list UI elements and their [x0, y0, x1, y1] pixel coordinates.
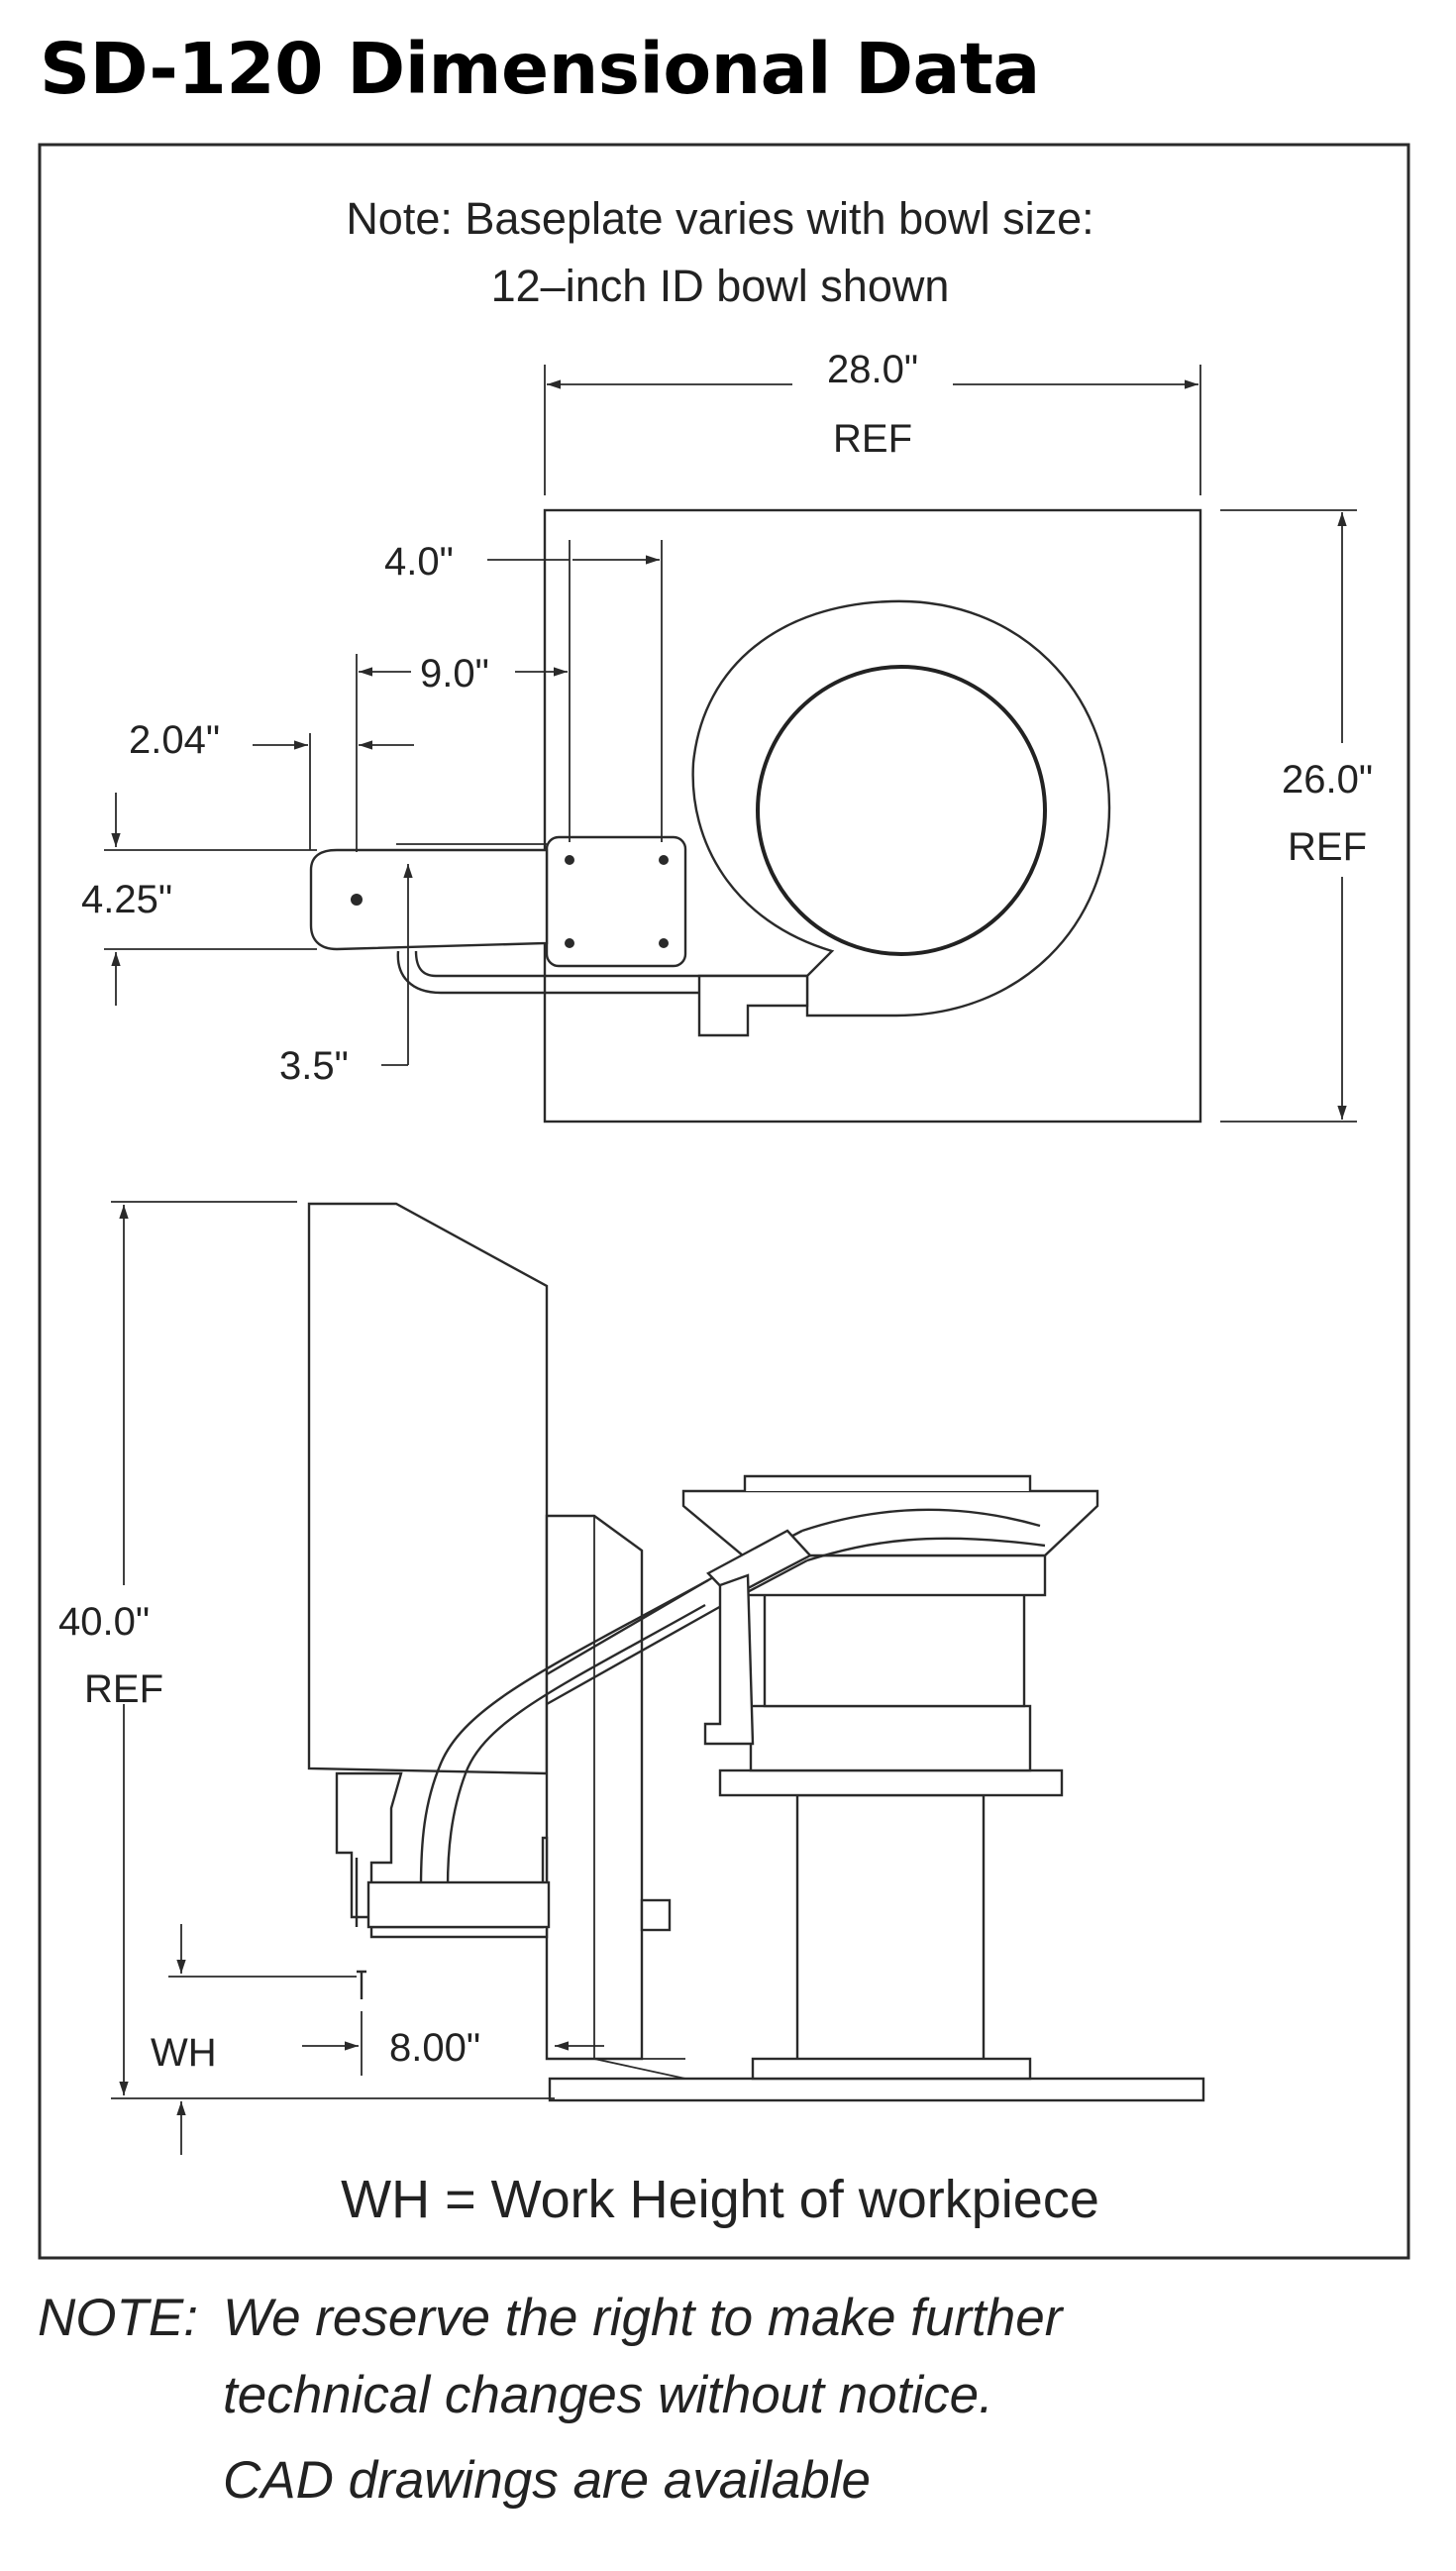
dim-width: 28.0": [827, 348, 918, 391]
top-view-dimensions: 28.0" REF 26.0" REF 4.0" 9.0" 2.04" 4.25…: [81, 348, 1373, 1123]
dim-width-ref: REF: [833, 417, 912, 461]
feed-hose-top: [414, 950, 807, 978]
footer-note-line: We reserve the right to make further: [223, 2289, 1063, 2347]
page-title: SD-120 Dimensional Data: [40, 28, 1040, 110]
hose-connector-top: [697, 974, 809, 1037]
dim-depth: 26.0": [1282, 758, 1373, 802]
dim-2-04: 2.04": [129, 718, 220, 762]
mount-hole: [659, 855, 669, 865]
arm-top: [309, 848, 549, 951]
drive-base-foot: [751, 2057, 1032, 2081]
escapement-plate: [366, 1880, 551, 1929]
drive-column: [795, 1793, 986, 2070]
dim-4-25: 4.25": [81, 878, 172, 921]
footer-note-line: technical changes without notice.: [223, 2366, 993, 2424]
dim-4-0: 4.0": [384, 540, 454, 584]
dim-wh: WH: [151, 2031, 217, 2075]
dim-height: 40.0": [58, 1600, 150, 1644]
mount-hole: [565, 938, 574, 948]
top-view: [309, 508, 1202, 1124]
bowl-outer-contour: [691, 599, 1111, 1018]
dim-height-ref: REF: [84, 1667, 163, 1711]
cad-availability-note: CAD drawings are available: [223, 2451, 871, 2510]
side-view-dimensions: 40.0" REF WH 8.00": [58, 1201, 604, 2155]
side-view: [307, 1202, 1205, 2102]
stand-foot-block: [640, 1898, 672, 1932]
arm-pivot: [351, 894, 363, 906]
control-cabinet: [307, 1202, 549, 1775]
dim-8-00: 8.00": [389, 2026, 480, 2070]
bowl-inner-circle: [756, 665, 1047, 956]
hose-side-inner: [446, 1603, 706, 1888]
drawing-frame: [38, 143, 1410, 2260]
dim-depth-ref: REF: [1288, 825, 1367, 869]
drive-body: [749, 1704, 1032, 1772]
wh-definition: WH = Work Height of workpiece: [341, 2170, 1099, 2229]
dim-3-5: 3.5": [279, 1044, 349, 1088]
baseplate-note: Note: Baseplate varies with bowl size:: [346, 193, 1093, 244]
mount-hole: [659, 938, 669, 948]
escapement-assembly: [335, 1771, 549, 1939]
track-support: [703, 1573, 755, 1746]
work-pin: [357, 1970, 366, 1999]
baseplate-top: [543, 508, 1202, 1124]
bowl-top-lip: [743, 1474, 1032, 1491]
mount-hole: [565, 855, 574, 865]
drive-plate: [718, 1768, 1064, 1797]
bowl-exit-guide-lower: [806, 1537, 1046, 1562]
footer-note-label: NOTE:: [38, 2289, 198, 2347]
dim-9-0: 9.0": [420, 652, 489, 696]
baseplate-side: [548, 2077, 1205, 2102]
bowl-exit-guide: [801, 1508, 1041, 1533]
bowl-size-note: 12–inch ID bowl shown: [491, 261, 950, 311]
feed-hose-top-inner: [396, 950, 807, 995]
hose-side: [419, 1578, 709, 1888]
